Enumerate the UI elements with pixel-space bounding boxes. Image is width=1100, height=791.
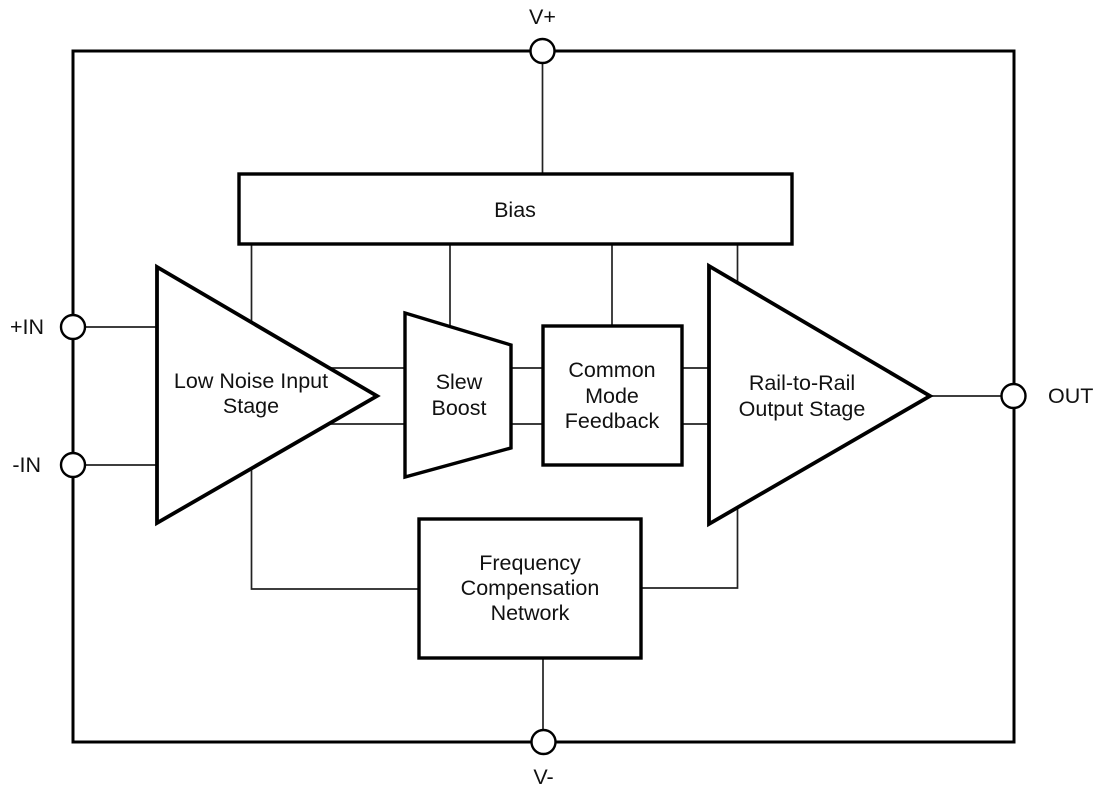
terminal-inplus <box>59 313 87 341</box>
low-noise-input-stage-block <box>155 263 381 527</box>
common-mode-feedback-label-line1: Common <box>568 358 655 382</box>
frequency-compensation-network-label-line1: Frequency <box>479 551 581 575</box>
low-noise-input-stage-label-line1: Low Noise Input <box>174 369 328 393</box>
terminals <box>59 37 1027 756</box>
rail-to-rail-output-stage-label-line1: Rail-to-Rail <box>749 371 855 395</box>
slew-boost-label-line2: Boost <box>432 396 487 420</box>
slew-boost-label-line1: Slew <box>436 370 483 394</box>
labels: V+ V- +IN -IN OUT Bias Low Noise Input S… <box>10 5 1093 789</box>
wire-input-stage-to-freq-comp <box>250 452 432 590</box>
frequency-compensation-network-block <box>417 517 643 660</box>
rail-to-rail-output-stage-label-line2: Output Stage <box>739 397 866 421</box>
bias-label: Bias <box>494 198 536 222</box>
out-label: OUT <box>1048 384 1093 408</box>
low-noise-input-stage-label-line2: Stage <box>223 394 279 418</box>
terminal-vplus <box>529 37 556 65</box>
terminal-vminus <box>530 728 557 756</box>
blocks <box>155 172 934 660</box>
rail-to-rail-output-stage-block <box>707 262 934 528</box>
vplus-label: V+ <box>529 5 556 29</box>
vminus-label: V- <box>533 765 553 789</box>
common-mode-feedback-block <box>541 324 684 467</box>
common-mode-feedback-label-line3: Feedback <box>565 409 660 433</box>
slew-boost-block <box>403 310 513 480</box>
common-mode-feedback-label-line2: Mode <box>585 384 639 408</box>
frequency-compensation-network-label-line2: Compensation <box>461 576 600 600</box>
bias-block <box>237 172 794 246</box>
inplus-label: +IN <box>10 315 44 339</box>
terminal-out <box>1000 382 1027 410</box>
wire-output-stage-to-freq-comp <box>628 490 739 589</box>
terminal-inminus <box>59 451 87 479</box>
frequency-compensation-network-label-line3: Network <box>491 601 570 625</box>
inminus-label: -IN <box>12 453 41 477</box>
